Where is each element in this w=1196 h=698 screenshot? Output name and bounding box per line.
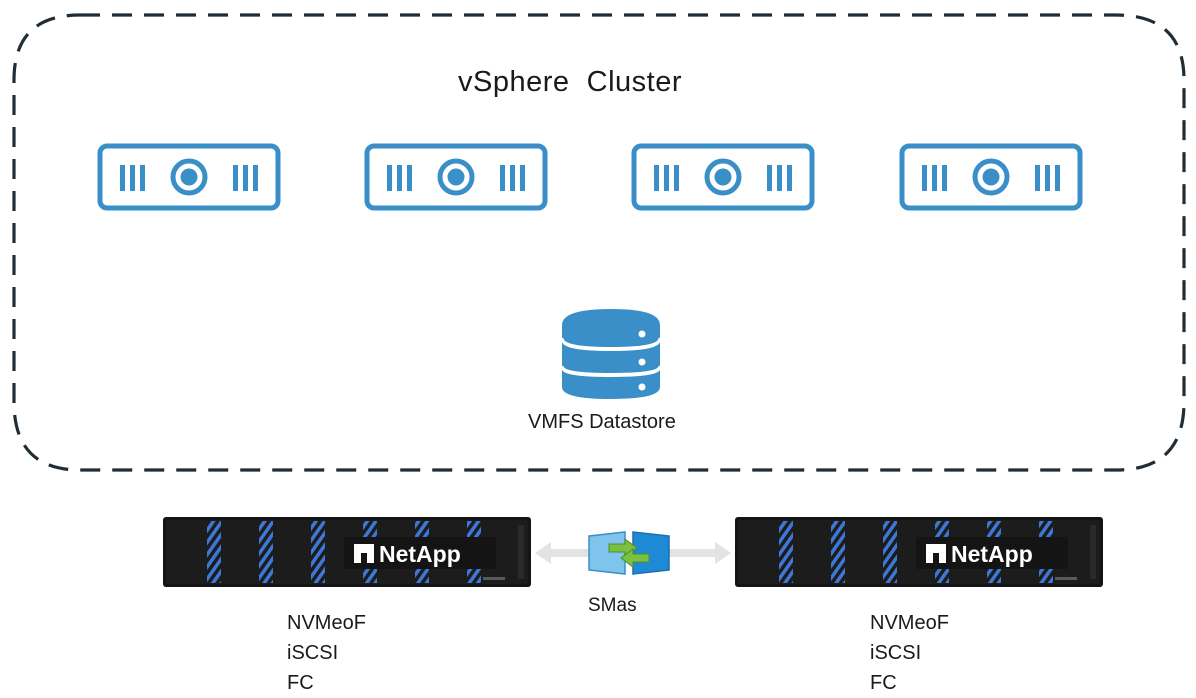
replication-label: SMas [588, 595, 637, 616]
protocol-list-right: NVMeoF iSCSI FC [870, 608, 949, 698]
netapp-logo-icon [354, 544, 374, 563]
netapp-logo-icon [926, 544, 946, 563]
sync-icon [588, 531, 670, 575]
protocol-item: iSCSI [287, 642, 339, 664]
server-icon [97, 143, 281, 211]
server-icon [364, 143, 548, 211]
database-icon [560, 309, 662, 399]
brand-label: NetApp [379, 541, 461, 567]
storage-array-left: NetApp [163, 517, 531, 587]
protocol-list-left: NVMeoF iSCSI FC [287, 608, 366, 698]
server-icon [631, 143, 815, 211]
protocol-item: NVMeoF [870, 612, 949, 634]
protocol-item: FC [870, 672, 897, 694]
server-icon [899, 143, 1083, 211]
protocol-item: NVMeoF [287, 612, 366, 634]
storage-array-right: NetApp [735, 517, 1103, 587]
datastore-label: VMFS Datastore [528, 411, 676, 433]
brand-label: NetApp [951, 541, 1033, 567]
protocol-item: iSCSI [870, 642, 922, 664]
cluster-title: vSphere Cluster [458, 66, 682, 98]
protocol-item: FC [287, 672, 314, 694]
